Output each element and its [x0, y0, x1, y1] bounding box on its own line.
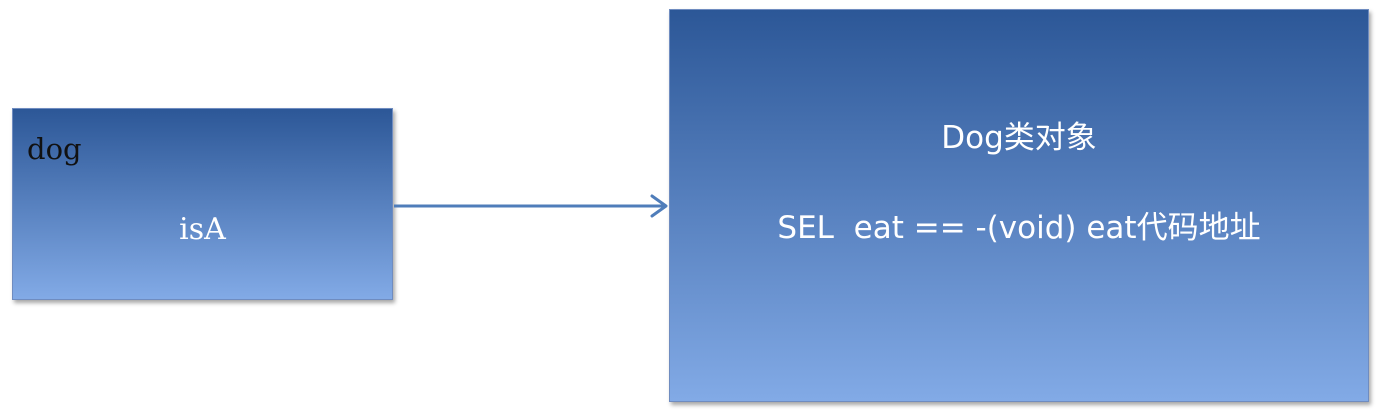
isa-arrow-head	[650, 194, 668, 218]
instance-name-label: dog	[27, 132, 82, 166]
dog-class-object-box: Dog类对象 SEL eat == -(void) eat代码地址	[669, 9, 1369, 402]
method-selector-entry: SEL eat == -(void) eat代码地址	[777, 210, 1261, 246]
dog-instance-box: dog isA	[12, 108, 393, 300]
isa-pointer-label: isA	[179, 212, 226, 247]
class-object-title: Dog类对象	[941, 120, 1097, 156]
